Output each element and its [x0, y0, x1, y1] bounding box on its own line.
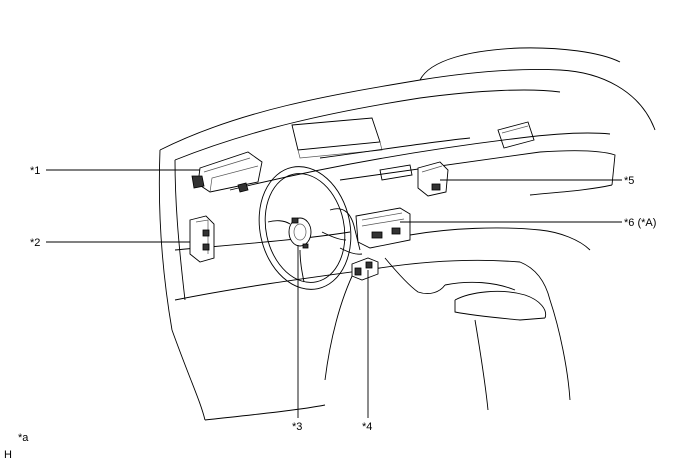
legend-a: *a — [18, 432, 29, 444]
connector-part — [351, 257, 379, 281]
label-3: *3 — [292, 421, 302, 433]
label-4: *4 — [362, 421, 372, 433]
spiral-cable-part — [288, 217, 312, 249]
dashboard-outline — [158, 47, 656, 421]
steering-wheel — [258, 166, 363, 290]
center-unit-part — [355, 207, 411, 249]
label-6: *6 (*A) — [624, 217, 656, 229]
label-2: *2 — [30, 237, 40, 249]
airbag-module-part — [191, 151, 263, 193]
side-sensor-part — [189, 215, 215, 263]
passenger-sensor-part — [417, 161, 449, 197]
legend-h: H — [4, 449, 12, 461]
leader-lines — [46, 169, 622, 418]
label-5: *5 — [624, 175, 634, 187]
label-1: *1 — [30, 165, 40, 177]
